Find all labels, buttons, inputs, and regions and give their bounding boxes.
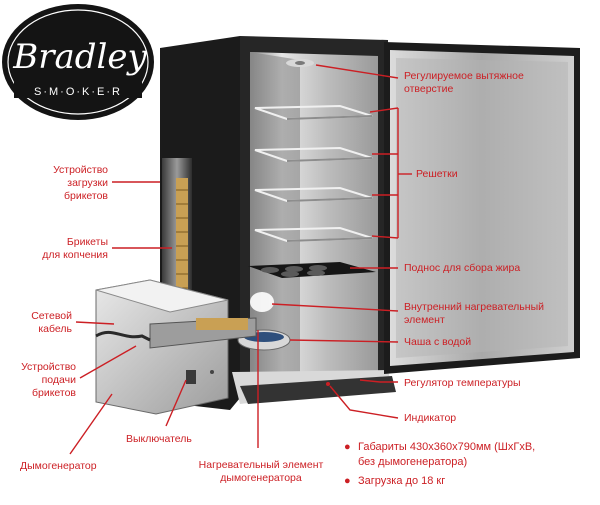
label-water-bowl: Чаша с водой [404,336,471,349]
bullet-icon: ● [344,440,351,455]
specs-list: ● Габариты 430х360х790мм (ШхГхВ, без дым… [344,440,594,489]
bullet-icon: ● [344,474,351,489]
label-loader: Устройство загрузки брикетов [4,164,108,203]
label-smoke-generator: Дымогенератор [20,460,97,473]
logo-brand: Bradley [12,37,147,77]
label-temp-control: Регулятор температуры [404,377,521,390]
label-indicator: Индикатор [404,412,456,425]
label-power-cable: Сетевой кабель [4,310,72,336]
spec-dimensions: ● Габариты 430х360х790мм (ШхГхВ, [344,440,594,455]
bradley-logo: Bradley S·M·O·K·E·R ® [2,4,154,120]
spec-weight: ● Загрузка до 18 кг [344,474,594,489]
label-bisquettes: Брикеты для копчения [4,236,108,262]
label-vent: Регулируемое вытяжное отверстие [404,70,524,96]
label-racks: Решетки [416,168,458,181]
spec-weight-text: Загрузка до 18 кг [358,475,445,487]
logo-reg: ® [142,91,148,99]
label-feeder: Устройство подачи брикетов [4,361,76,400]
label-drip-tray: Поднос для сбора жира [404,262,520,275]
logo-sub: S·M·O·K·E·R [34,86,122,98]
label-inner-heater: Внутренний нагревательный элемент [404,301,544,327]
spec-dimensions-text: Габариты 430х360х790мм (ШхГхВ, [358,441,535,453]
label-switch: Выключатель [126,433,192,446]
spec-dimensions-cont: без дымогенератора) [344,455,594,470]
label-smoke-heater: Нагревательный элемент дымогенератора [186,459,336,485]
